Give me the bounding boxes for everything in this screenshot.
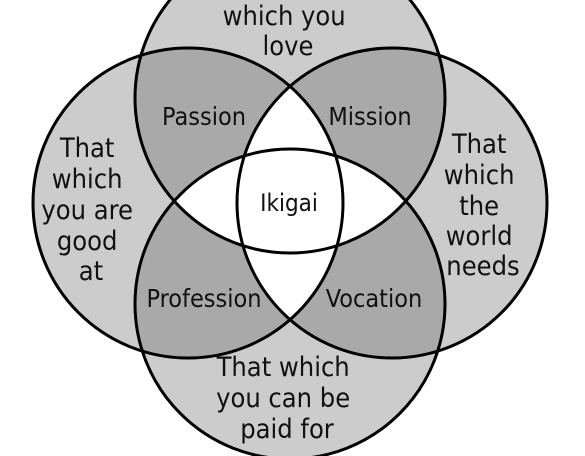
outline-left (31, 46, 345, 360)
outline-top (133, 0, 447, 255)
outline-bottom (133, 147, 447, 456)
center-fills (135, 48, 445, 358)
label-ikigai-center: Ikigai (260, 189, 318, 217)
label-left-good-at: That which you are good at (41, 133, 140, 287)
label-profession: Profession (146, 284, 261, 313)
label-mission: Mission (328, 102, 411, 131)
label-bottom-paid-for: That which you can be paid for (216, 352, 358, 445)
labels: which you love That which you are good a… (41, 1, 523, 445)
label-right-world-needs: That which the world needs (444, 129, 523, 282)
outline-right (235, 46, 549, 360)
label-vocation: Vocation (326, 284, 422, 313)
lens-horizontal (237, 48, 343, 358)
circle-outlines (31, 0, 549, 456)
label-top-love: which you love (223, 1, 354, 62)
lens-vertical (135, 149, 445, 253)
label-passion: Passion (162, 102, 246, 131)
